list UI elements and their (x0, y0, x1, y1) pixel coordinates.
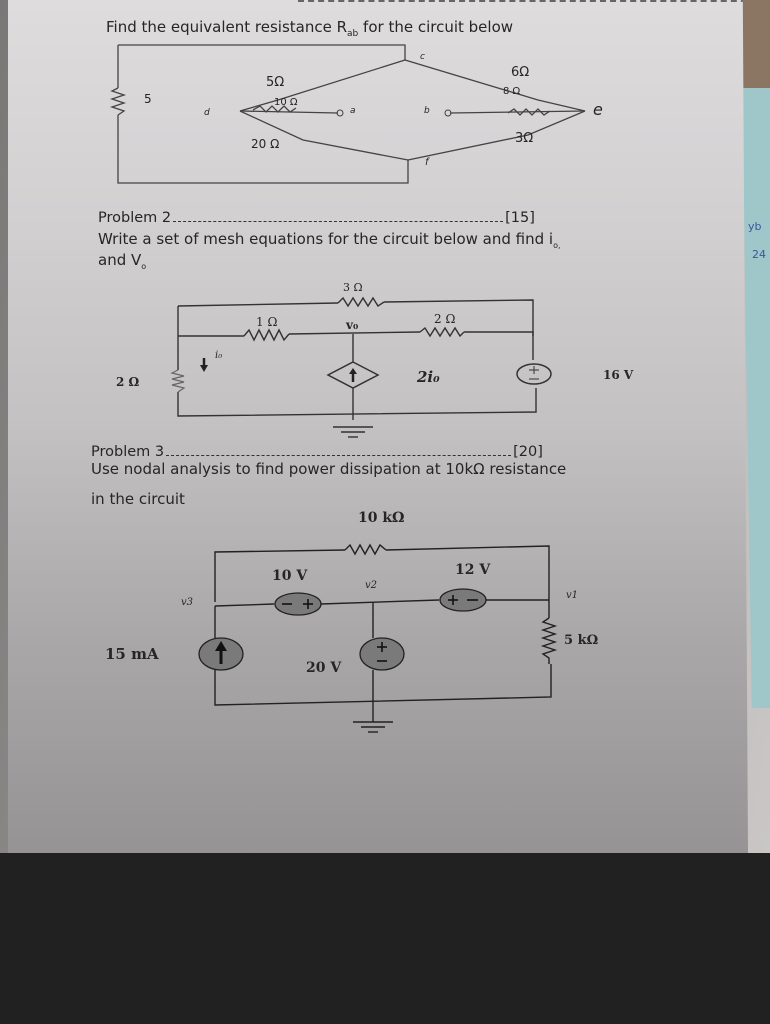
problem3-circuit (198, 543, 558, 733)
exam-sheet: Find the equivalent resistance Rab for t… (8, 0, 748, 853)
label-20v: 20 V (306, 660, 342, 676)
problem3-header: Problem 3[20] (91, 444, 543, 460)
label-16v: 16 V (603, 368, 634, 382)
label-12v: 12 V (455, 562, 491, 578)
label-node-c: c (420, 52, 425, 62)
label-vo: v₀ (346, 318, 359, 332)
label-node-d: d (204, 108, 210, 118)
handwriting-note: 24 (752, 248, 766, 261)
problem2-circuit (170, 296, 552, 438)
label-r20: 20 Ω (251, 137, 280, 151)
label-node-a: a (350, 106, 356, 116)
label-r-left: 5 (144, 92, 152, 106)
label-node-v2: v2 (365, 580, 378, 591)
label-r5k: 5 kΩ (564, 633, 599, 648)
label-io: i₀ (215, 350, 223, 361)
label-r8: 8 Ω (503, 86, 521, 97)
label-node-b: b (424, 106, 430, 116)
label-r2-left: 2 Ω (116, 375, 140, 389)
problem3-prompt-2: in the circuit (91, 490, 185, 508)
label-10v: 10 V (272, 568, 308, 584)
label-r1: 1 Ω (256, 315, 278, 329)
problem2-prompt-2: and Vo (98, 251, 147, 271)
top-dashed-rule (298, 0, 748, 4)
label-r10k: 10 kΩ (358, 510, 405, 526)
label-node-v1: v1 (566, 590, 579, 601)
problem2-header: Problem 2[15] (98, 210, 535, 226)
handwriting-note: yb (748, 220, 762, 233)
label-r6: 6Ω (511, 65, 530, 80)
label-dependent-source: 2i₀ (417, 368, 440, 386)
label-r3: 3 Ω (343, 281, 363, 294)
problem2-prompt: Write a set of mesh equations for the ci… (98, 230, 561, 250)
label-15ma: 15 mA (105, 645, 159, 663)
problem1-prompt: Find the equivalent resistance Rab for t… (106, 18, 514, 39)
label-r10: 10 Ω (274, 97, 298, 108)
label-r2-top: 2 Ω (434, 312, 456, 326)
label-node-f: f (425, 157, 429, 168)
label-node-e: e (593, 100, 603, 119)
label-r5: 5Ω (266, 75, 285, 90)
problem1-circuit (109, 44, 586, 184)
label-r3: 3Ω (515, 131, 534, 146)
photo: yb 24 Find the equivalent resistance Rab… (0, 0, 770, 853)
label-node-v3: v3 (181, 597, 194, 608)
problem3-prompt: Use nodal analysis to find power dissipa… (91, 460, 567, 478)
